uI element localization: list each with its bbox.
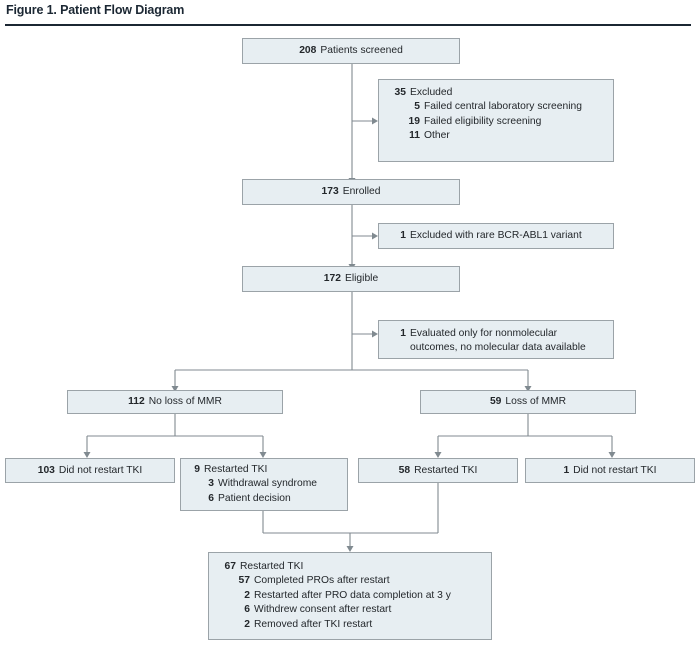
node-restarted-no-loss-row-2: 6 Patient decision [189,492,340,505]
node-restarted-total-row-0-count: 67 [224,561,236,572]
node-restarted-total-row-0-label: Restarted TKI [240,561,304,572]
node-excluded-rare-variant-label: Excluded with rare BCR-ABL1 variant [410,230,582,241]
node-enrolled: 173 Enrolled [242,179,460,205]
node-excluded-row-1-count: 5 [414,101,420,113]
node-excluded-row-1-label: Failed central laboratory screening [424,101,582,113]
figure-title-rule [5,24,691,26]
node-excluded-row-0-count: 35 [394,87,406,98]
node-restarted-total: 67 Restarted TKI 57 Completed PROs after r… [208,552,492,640]
node-restarted-loss-label: Restarted TKI [414,464,478,476]
node-eligible-count: 172 [323,273,341,285]
node-loss-mmr: 59 Loss of MMR [420,390,636,414]
node-nonmolecular-only-count: 1 [400,328,406,339]
node-excluded-row-3-count: 11 [409,130,420,142]
node-enrolled-label: Enrolled [342,186,381,198]
node-restarted-no-loss-row-0-count: 9 [194,464,200,475]
node-restarted-total-row-2-count: 2 [244,589,250,601]
node-restarted-total-row-3-count: 6 [244,604,250,616]
node-nonmolecular-only-row: 1 Evaluated only for nonmolecular [387,327,606,340]
node-restarted-no-loss: 9 Restarted TKI 3 Withdrawal syndrome 6 Pat… [180,458,348,511]
node-restarted-total-row-3: 6 Withdrew consent after restart [217,603,484,616]
node-restarted-total-row-2: 2 Restarted after PRO data completion at … [217,589,484,602]
node-restarted-no-loss-row-1-label: Withdrawal syndrome [218,478,317,490]
node-patients-screened-label: Patients screened [320,45,403,57]
node-nonmolecular-only-label-1: Evaluated only for nonmolecular [410,328,558,339]
node-restarted-total-row-2-label: Restarted after PRO data completion at 3… [254,589,451,601]
node-restarted-total-row-1-count: 57 [238,575,250,587]
node-nonmolecular-only: 1 Evaluated only for nonmolecular outcome… [378,320,614,359]
node-excluded-row-3: 11 Other [387,129,606,142]
node-restarted-total-row-3-label: Withdrew consent after restart [254,604,392,616]
node-excluded-row-3-label: Other [424,130,450,142]
node-excluded-row-2-label: Failed eligibility screening [424,115,542,127]
node-loss-mmr-count: 59 [489,396,502,408]
node-loss-mmr-label: Loss of MMR [505,396,567,408]
node-restarted-total-row-0: 67 Restarted TKI [217,560,484,573]
node-excluded-row-0: 35 Excluded [387,86,606,99]
node-patients-screened-count: 208 [299,45,317,57]
node-restarted-no-loss-row-1: 3 Withdrawal syndrome [189,477,340,490]
node-did-not-restart-no-loss-count: 103 [37,464,55,476]
node-restarted-total-row-4: 2 Removed after TKI restart [217,618,484,631]
node-did-not-restart-loss-label: Did not restart TKI [573,464,657,476]
node-restarted-total-row-1: 57 Completed PROs after restart [217,574,484,587]
node-no-loss-mmr: 112 No loss of MMR [67,390,283,414]
node-excluded-row-1: 5 Failed central laboratory screening [387,100,606,113]
node-did-not-restart-loss: 1 Did not restart TKI [525,458,695,483]
node-eligible-label: Eligible [344,273,379,285]
node-excluded-row-2-count: 19 [408,115,420,127]
node-restarted-loss-count: 58 [398,464,411,476]
node-no-loss-mmr-label: No loss of MMR [148,396,222,408]
node-excluded-rare-variant-count: 1 [400,230,406,241]
node-restarted-total-row-4-count: 2 [244,618,250,630]
node-excluded-rare-variant-row: 1 Excluded with rare BCR-ABL1 variant [387,229,606,242]
node-restarted-total-row-4-label: Removed after TKI restart [254,618,373,630]
node-restarted-no-loss-row-2-count: 6 [208,492,214,504]
node-restarted-no-loss-row-0: 9 Restarted TKI [189,463,340,476]
figure-title: Figure 1. Patient Flow Diagram [6,3,185,17]
node-restarted-no-loss-row-0-label: Restarted TKI [204,464,268,475]
node-restarted-total-row-1-label: Completed PROs after restart [254,575,390,587]
node-restarted-no-loss-row-2-label: Patient decision [218,492,291,504]
node-patients-screened: 208 Patients screened [242,38,460,64]
node-did-not-restart-no-loss-label: Did not restart TKI [58,464,143,476]
node-excluded-row-0-label: Excluded [410,87,453,98]
node-eligible: 172 Eligible [242,266,460,292]
node-restarted-no-loss-row-1-count: 3 [208,478,214,490]
node-did-not-restart-no-loss: 103 Did not restart TKI [5,458,175,483]
node-excluded-row-2: 19 Failed eligibility screening [387,115,606,128]
node-nonmolecular-only-label-2: outcomes, no molecular data available [410,342,586,354]
node-excluded: 35 Excluded 5 Failed central laboratory sc… [378,79,614,162]
node-did-not-restart-loss-count: 1 [563,464,570,476]
node-enrolled-count: 173 [321,186,339,198]
node-no-loss-mmr-count: 112 [128,396,145,408]
node-restarted-loss: 58 Restarted TKI [358,458,518,483]
node-excluded-rare-variant: 1 Excluded with rare BCR-ABL1 variant [378,223,614,249]
